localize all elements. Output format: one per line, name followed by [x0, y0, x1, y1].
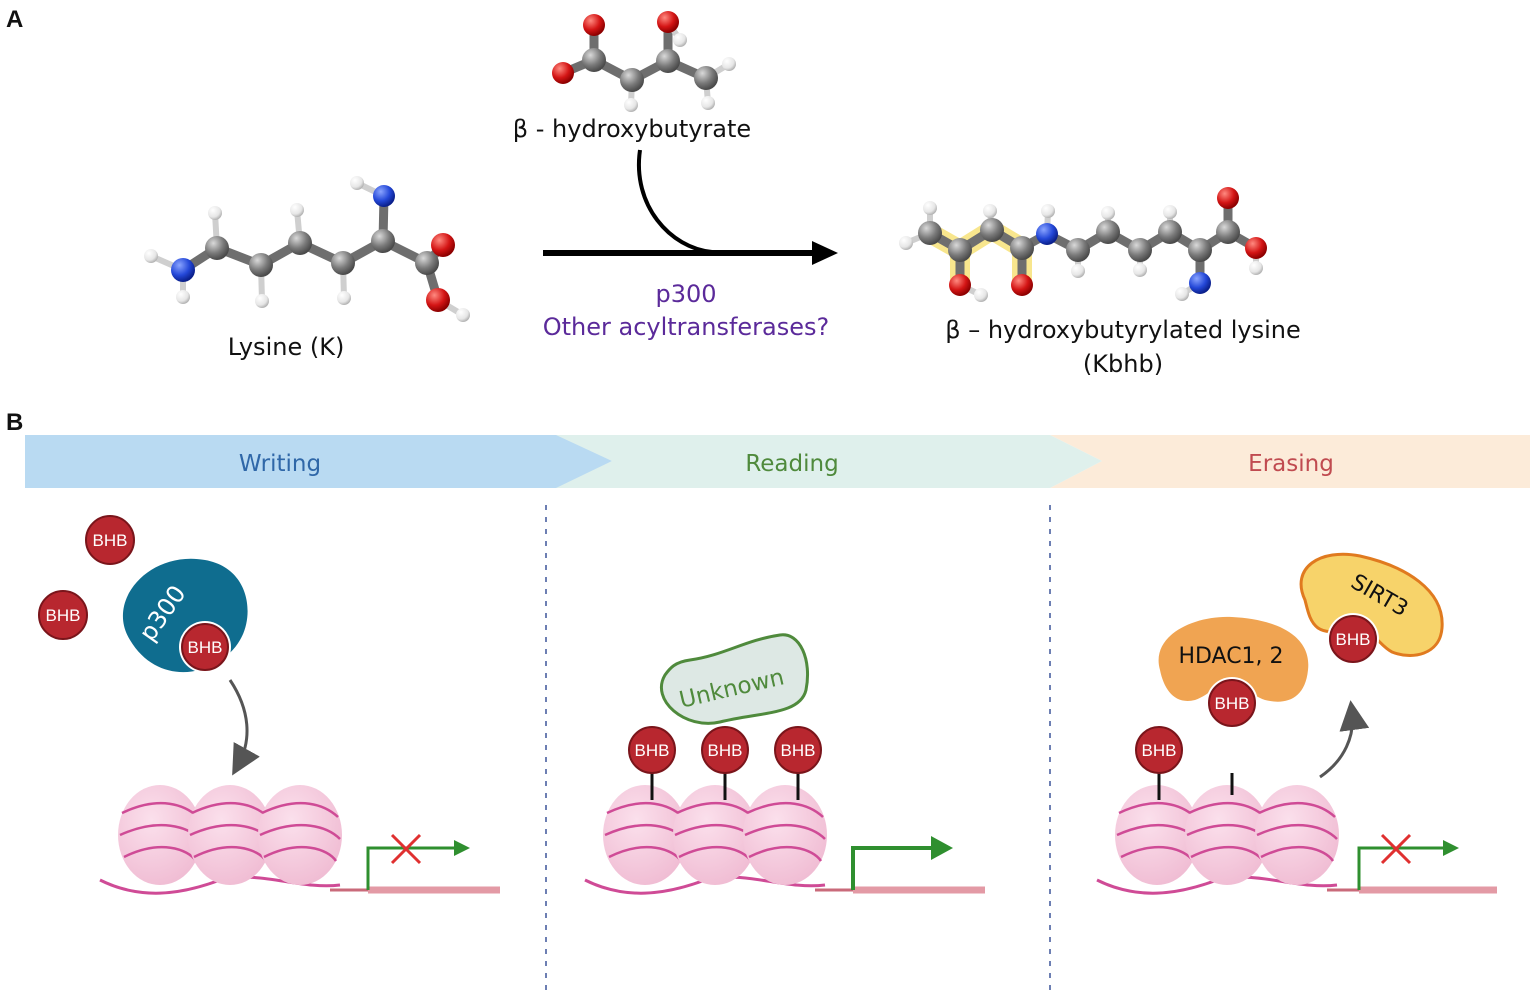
red-x-icon	[390, 833, 422, 865]
erasing-scene: HDAC1, 2 BHB SIRT3 BHB	[1096, 552, 1497, 895]
bhb-bound-sirt3: BHB	[1327, 613, 1379, 665]
panel-label-b: B	[6, 409, 23, 436]
chromatin-erasing	[1096, 785, 1497, 895]
panel-label-a: A	[6, 6, 23, 33]
stage-reading-label: Reading	[745, 451, 838, 477]
reading-scene: Unknown BHB BHB BHB	[584, 633, 985, 895]
erasing-arrow	[1319, 700, 1370, 779]
chromatin-reading	[584, 785, 985, 895]
kbhb-molecule	[899, 187, 1267, 302]
bhb-mark-r3: BHB	[774, 726, 822, 800]
erasing-band	[1050, 435, 1530, 488]
beta-hydroxybutyrate-molecule	[552, 11, 736, 112]
red-x-icon	[1380, 833, 1412, 865]
reading-band	[550, 435, 1102, 488]
bhb-mark-r2: BHB	[701, 726, 749, 800]
kbhb-label-line1: β – hydroxybutyrylated lysine	[945, 316, 1300, 344]
writing-scene: BHB BHB p300 BHB	[38, 515, 500, 895]
bhb-mark-r1: BHB	[628, 726, 676, 800]
stage-writing-label: Writing	[239, 451, 321, 477]
bhb-free-1: BHB	[85, 515, 135, 565]
bhb-free-2: BHB	[38, 590, 88, 640]
enzyme-other-label: Other acyltransferases?	[543, 313, 830, 341]
hdac-label: HDAC1, 2	[1178, 644, 1283, 669]
hdac-eraser: HDAC1, 2	[1158, 616, 1309, 702]
bhb-label: BHB	[635, 741, 670, 760]
unknown-reader: Unknown	[659, 633, 810, 725]
bhb-label: BHB	[1215, 694, 1250, 713]
stage-erasing-label: Erasing	[1248, 451, 1334, 477]
beta-hydroxybutyrate-label: β - hydroxybutyrate	[513, 115, 751, 143]
kbhb-label-line2: (Kbhb)	[1083, 350, 1163, 378]
lysine-molecule	[144, 176, 470, 322]
bhb-label: BHB	[1336, 630, 1371, 649]
lysine-label: Lysine (K)	[228, 333, 345, 361]
writing-arrow	[228, 679, 260, 776]
bhb-label: BHB	[188, 638, 223, 657]
bhb-label: BHB	[1142, 741, 1177, 760]
bhb-label: BHB	[781, 741, 816, 760]
reaction-arrow	[543, 149, 838, 265]
enzyme-p300-label: p300	[655, 280, 716, 308]
bhb-bound-hdac: BHB	[1206, 677, 1258, 729]
bhb-mark-e1: BHB	[1135, 726, 1183, 800]
bhb-label: BHB	[708, 741, 743, 760]
writing-band	[25, 435, 612, 488]
bhb-label: BHB	[93, 531, 128, 550]
chromatin-writing	[99, 785, 500, 895]
bhb-bound-p300: BHB	[179, 621, 231, 673]
bhb-label: BHB	[46, 606, 81, 625]
